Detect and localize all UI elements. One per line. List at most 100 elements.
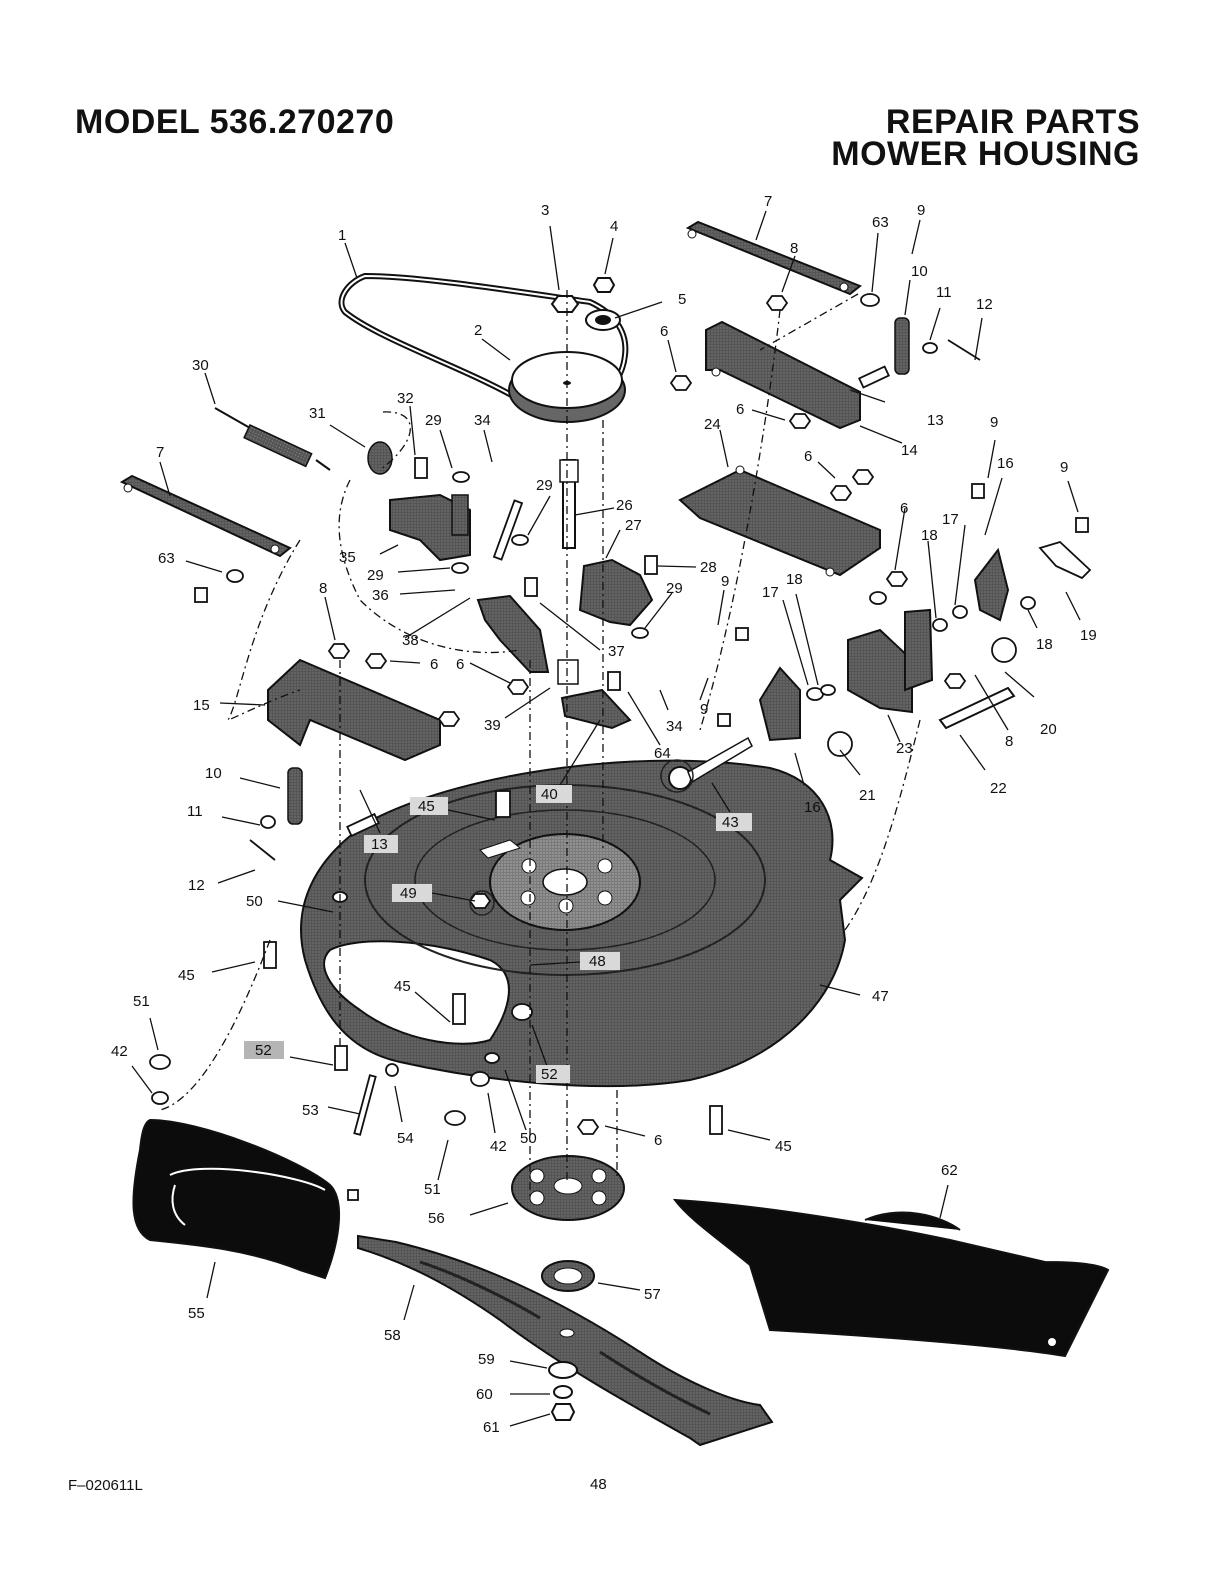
idler-mount-plate <box>578 558 654 627</box>
callout-10: 10 <box>205 765 222 782</box>
callout-36: 36 <box>372 587 389 604</box>
callout-22: 22 <box>990 780 1007 797</box>
callout-6: 6 <box>804 448 812 465</box>
mower-deck-housing <box>300 759 864 1088</box>
rear-pivot-bracket <box>847 608 934 714</box>
callout-52: 52 <box>255 1042 272 1059</box>
section-title-line1: REPAIR PARTS <box>885 103 1140 141</box>
callout-57: 57 <box>644 1286 661 1303</box>
mower-blade <box>357 1234 774 1447</box>
idler-bracket-left <box>389 493 471 562</box>
callout-16: 16 <box>804 799 821 816</box>
callout-61: 61 <box>483 1419 500 1436</box>
callout-48: 48 <box>589 953 606 970</box>
callout-34: 34 <box>474 412 491 429</box>
callout-8: 8 <box>1005 733 1013 750</box>
extension-spring <box>214 407 331 471</box>
discharge-deflector <box>132 1118 340 1280</box>
spindle-bearing <box>585 309 621 331</box>
callout-9: 9 <box>700 701 708 718</box>
callout-9: 9 <box>990 414 998 431</box>
callout-58: 58 <box>384 1327 401 1344</box>
callout-24: 24 <box>704 416 721 433</box>
callout-29: 29 <box>536 477 553 494</box>
callout-5: 5 <box>678 291 686 308</box>
callout-45: 45 <box>178 967 195 984</box>
callout-2: 2 <box>474 322 482 339</box>
discharge-chute <box>672 1198 1110 1358</box>
front-hanger-bracket <box>705 320 861 430</box>
callout-37: 37 <box>608 643 625 660</box>
callout-42: 42 <box>490 1138 507 1155</box>
callout-59: 59 <box>478 1351 495 1368</box>
pivot-rod <box>938 686 1016 730</box>
callout-18: 18 <box>921 527 938 544</box>
idler-arm <box>476 594 550 673</box>
callout-52: 52 <box>541 1066 558 1083</box>
lift-link-left <box>119 474 292 558</box>
callout-28: 28 <box>700 559 717 576</box>
callout-27: 27 <box>625 517 642 534</box>
callout-43: 43 <box>722 814 739 831</box>
leader-lines <box>131 210 1081 1427</box>
callout-42: 42 <box>111 1043 128 1060</box>
callout-8: 8 <box>790 240 798 257</box>
model-title: MODEL 536.270270 <box>75 103 395 141</box>
callout-63: 63 <box>872 214 889 231</box>
callout-7: 7 <box>764 193 772 210</box>
blade-bearing <box>541 1260 595 1292</box>
lift-link-right <box>685 220 862 296</box>
callout-60: 60 <box>476 1386 493 1403</box>
blade-adapter <box>511 1155 625 1221</box>
callout-40: 40 <box>541 786 558 803</box>
link-plate-left <box>287 767 303 825</box>
callout-26: 26 <box>616 497 633 514</box>
callout-47: 47 <box>872 988 889 1005</box>
callout-32: 32 <box>397 390 414 407</box>
callout-34: 34 <box>666 718 683 735</box>
callout-18: 18 <box>786 571 803 588</box>
lift-arm-left <box>758 666 801 742</box>
callout-55: 55 <box>188 1305 205 1322</box>
callout-51: 51 <box>133 993 150 1010</box>
callout-6: 6 <box>430 656 438 673</box>
callout-14: 14 <box>901 442 918 459</box>
callout-7: 7 <box>156 444 164 461</box>
callout-45: 45 <box>418 798 435 815</box>
callout-11: 11 <box>936 284 952 301</box>
callout-23: 23 <box>896 740 913 757</box>
rear-hanger-bracket <box>678 465 881 577</box>
callout-20: 20 <box>1040 721 1057 738</box>
callout-50: 50 <box>520 1130 537 1147</box>
callout-53: 53 <box>302 1102 319 1119</box>
callout-6: 6 <box>654 1132 662 1149</box>
callout-56: 56 <box>428 1210 445 1227</box>
page-number: 48 <box>590 1476 607 1493</box>
callout-6: 6 <box>456 656 464 673</box>
section-title-line2: MOWER HOUSING <box>831 135 1140 173</box>
callout-12: 12 <box>188 877 205 894</box>
figure-code: F–020611L <box>68 1477 143 1494</box>
lift-arm-right <box>973 547 1010 622</box>
fasteners <box>149 293 1092 1201</box>
callout-54: 54 <box>397 1130 414 1147</box>
link-plate-right <box>894 317 910 375</box>
callout-6: 6 <box>900 500 908 517</box>
hex-nuts-top <box>550 277 616 313</box>
torsion-spring <box>367 441 393 475</box>
callout-15: 15 <box>193 697 210 714</box>
callout-51: 51 <box>424 1181 441 1198</box>
left-hanger-bracket <box>267 658 441 762</box>
callout-1: 1 <box>338 227 346 244</box>
belt-guard-plate <box>560 688 632 730</box>
callout-4: 4 <box>610 218 618 235</box>
callout-45: 45 <box>775 1138 792 1155</box>
callout-9: 9 <box>917 202 925 219</box>
callout-39: 39 <box>484 717 501 734</box>
adjuster-bolt <box>668 736 753 790</box>
callout-29: 29 <box>425 412 442 429</box>
callout-12: 12 <box>976 296 993 313</box>
spindle-shaft <box>557 459 579 685</box>
callout-19: 19 <box>1080 627 1097 644</box>
